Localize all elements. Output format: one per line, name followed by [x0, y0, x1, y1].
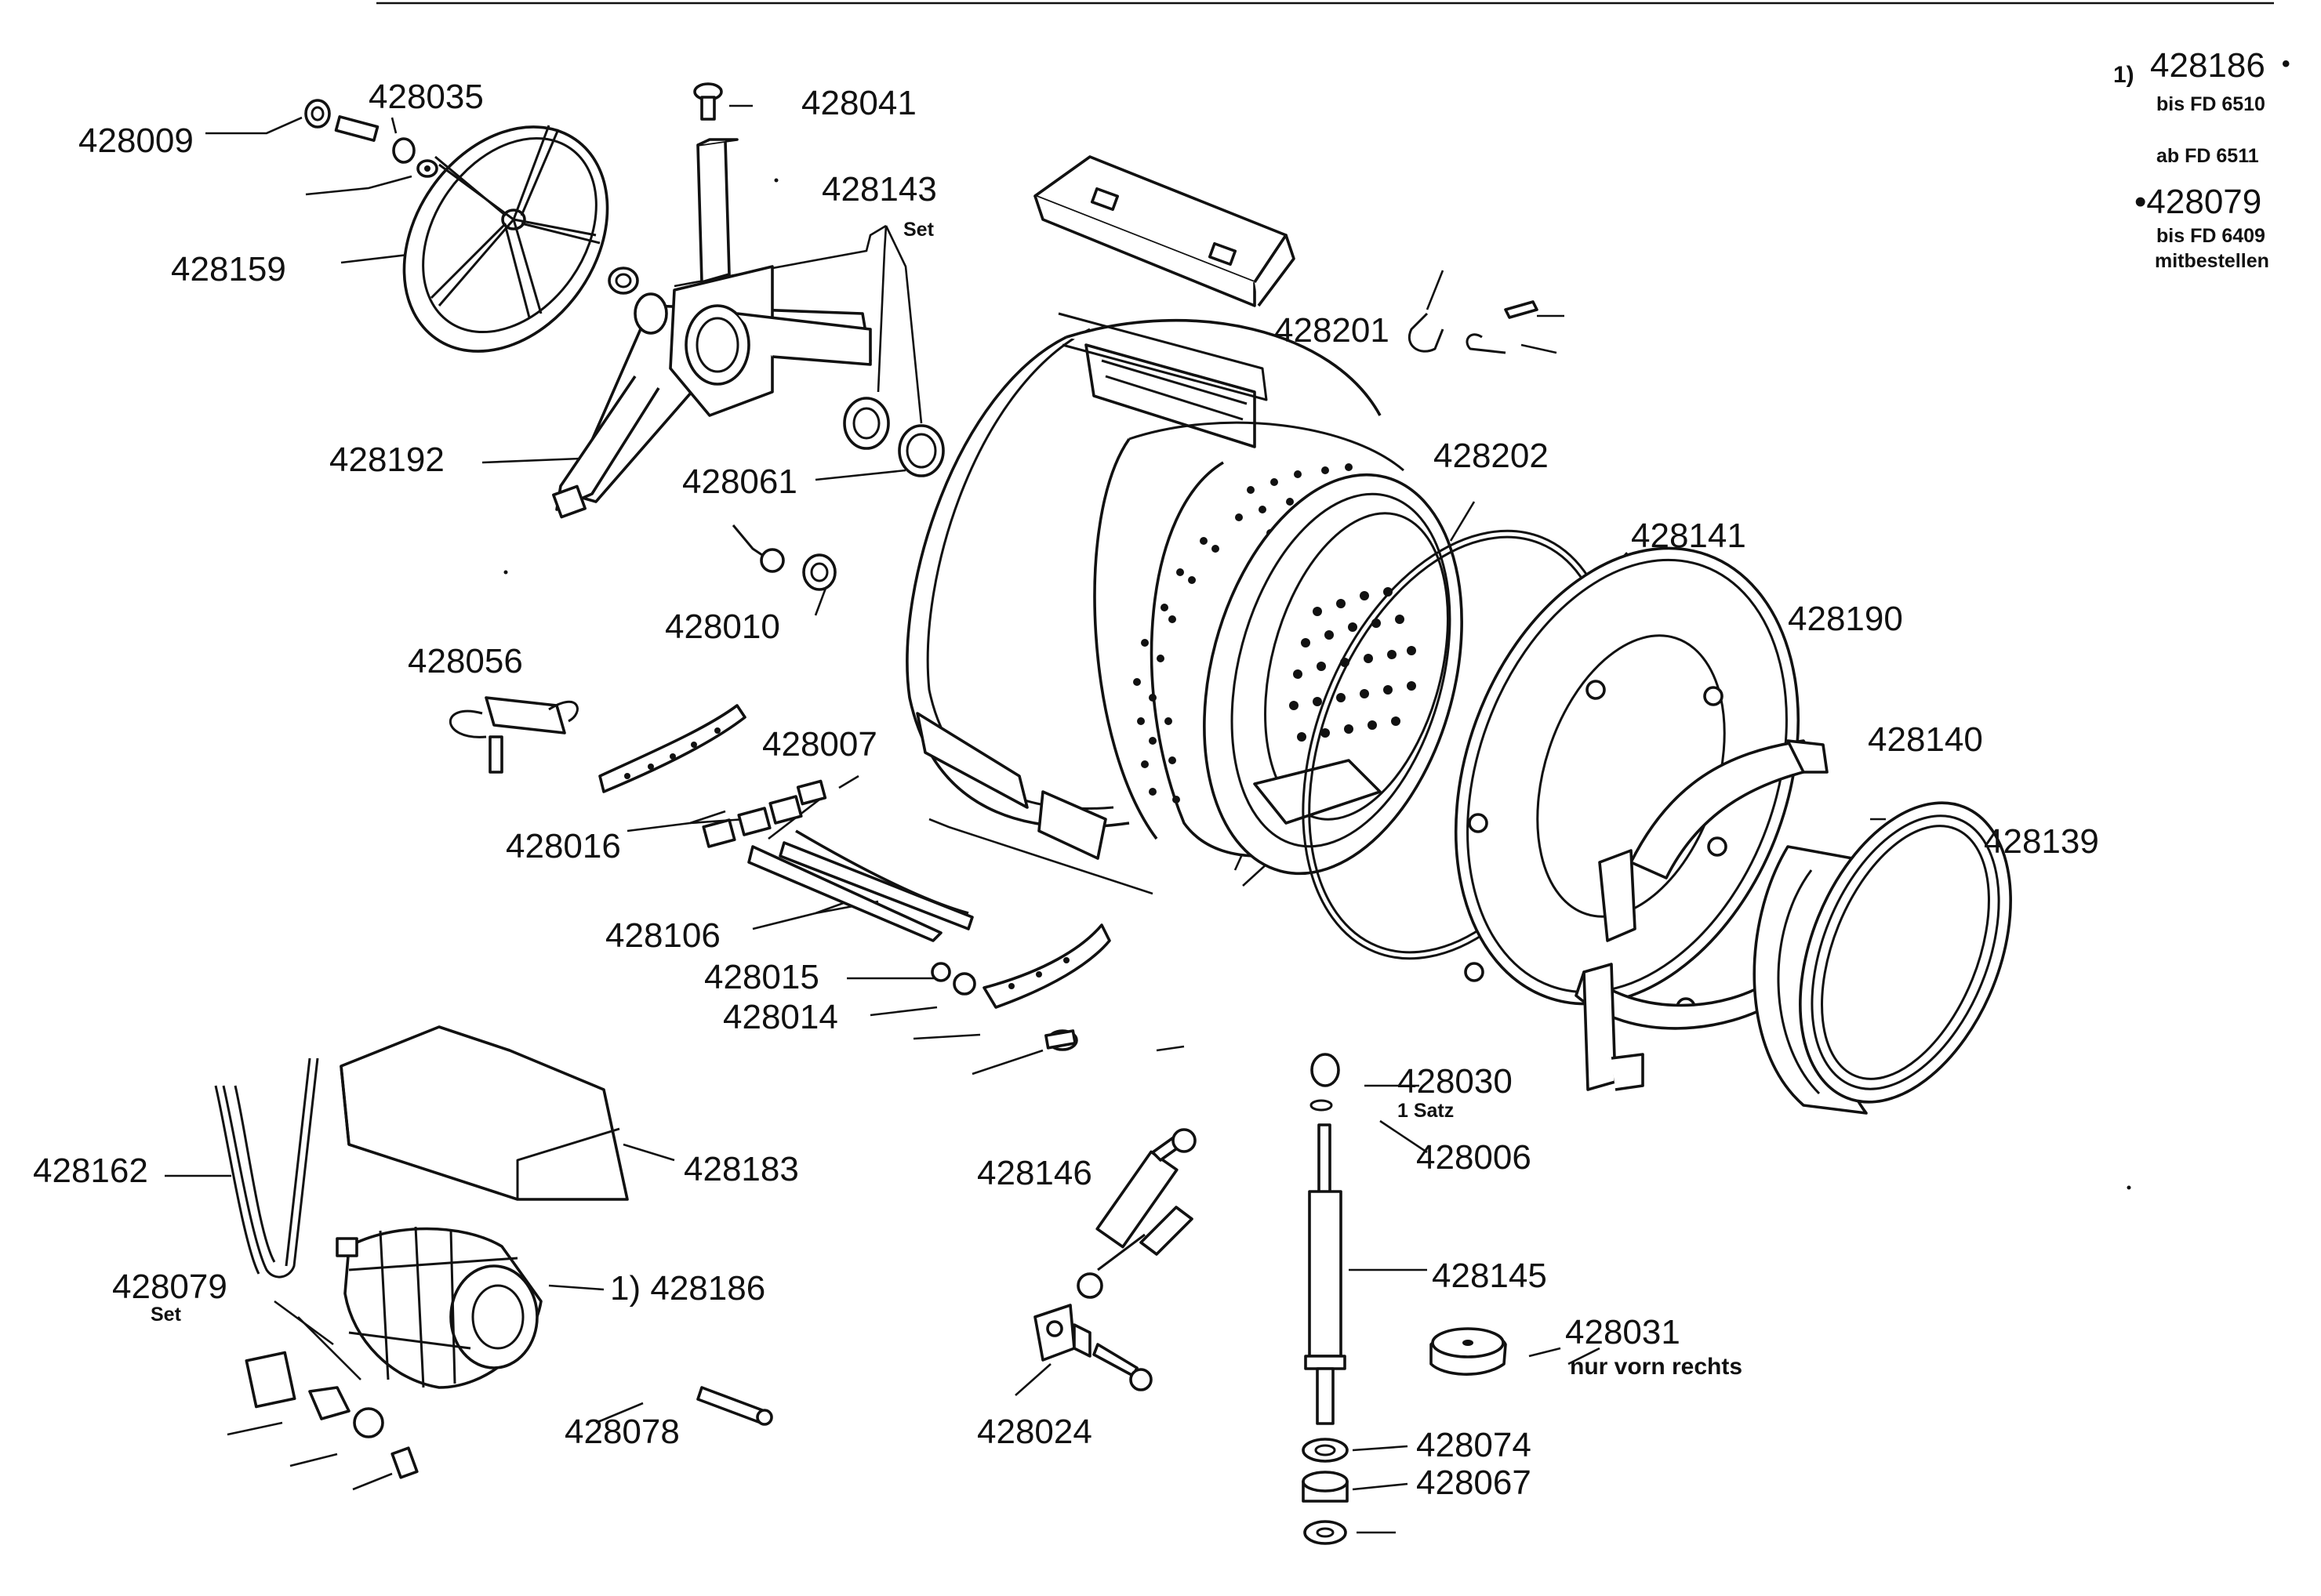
- shock-absorber-428145: [1302, 1053, 1349, 1545]
- label-428041: 428041: [801, 84, 917, 122]
- label-428061: 428061: [682, 462, 797, 501]
- spider-428192: [552, 138, 872, 519]
- label-428030-note: 1 Satz: [1397, 1100, 1455, 1122]
- bearings-428061: [843, 397, 945, 477]
- top-cover: [1033, 155, 1295, 307]
- hardware-428009-428035: [304, 99, 438, 178]
- legend-motor-part: 428186: [2150, 46, 2265, 85]
- label-428067: 428067: [1416, 1464, 1531, 1502]
- screw-428041: [693, 82, 723, 121]
- pad-428031: [1429, 1327, 1507, 1376]
- label-428079: 428079: [112, 1268, 227, 1306]
- label-428162: 428162: [33, 1152, 148, 1190]
- front-plate-428190: [1454, 546, 1800, 1017]
- label-428014: 428014: [723, 998, 838, 1036]
- label-428139: 428139: [1984, 822, 2099, 861]
- clamp-428140: [1575, 739, 1829, 1091]
- belt-428162: [214, 1057, 319, 1279]
- label-428143-set: Set: [903, 219, 934, 241]
- label-428015: 428015: [704, 958, 819, 996]
- label-428024: 428024: [977, 1413, 1092, 1451]
- label-428146: 428146: [977, 1154, 1092, 1192]
- legend-brush-note2: mitbestellen: [2155, 250, 2269, 272]
- motor-428186: [336, 1226, 543, 1389]
- label-428074: 428074: [1416, 1426, 1531, 1464]
- pulley-428159: [402, 125, 609, 353]
- drum-opening-428202: [1203, 473, 1463, 876]
- damper-428146: [1077, 1128, 1197, 1299]
- label-428031-note: nur vorn rechts: [1570, 1354, 1743, 1380]
- label-428009: 428009: [78, 122, 194, 160]
- bracket-428024: [1033, 1304, 1153, 1391]
- label-428056: 428056: [408, 642, 523, 680]
- legend-brush-note1: bis FD 6409: [2156, 225, 2265, 247]
- washers-428015-428014: [931, 923, 1111, 1051]
- label-428202: 428202: [1433, 437, 1549, 475]
- label-428106: 428106: [605, 916, 721, 955]
- label-428192: 428192: [329, 441, 445, 479]
- label-428190: 428190: [1788, 600, 1903, 638]
- label-428010: 428010: [665, 608, 780, 646]
- label-428016: 428016: [506, 827, 621, 865]
- label-428031: 428031: [1565, 1313, 1680, 1351]
- cover-428183: [340, 1025, 629, 1201]
- label-428007: 428007: [762, 725, 877, 764]
- legend-brush-part: •428079: [2134, 183, 2262, 221]
- label-428006: 428006: [1416, 1138, 1531, 1177]
- label-428159: 428159: [171, 250, 286, 288]
- pin-428078: [696, 1386, 773, 1426]
- label-428079-set: Set: [151, 1304, 181, 1326]
- label-428078: 428078: [565, 1413, 680, 1451]
- label-428201: 428201: [1274, 311, 1389, 350]
- label-428140: 428140: [1868, 720, 1983, 759]
- label-428183: 428183: [684, 1150, 799, 1188]
- door-gasket-428139: [1753, 801, 2012, 1115]
- legend-motor-note: bis FD 6510: [2156, 93, 2265, 115]
- label-428035: 428035: [369, 78, 484, 116]
- label-428143: 428143: [822, 170, 937, 209]
- label-428141: 428141: [1631, 517, 1746, 555]
- label-428145: 428145: [1432, 1257, 1547, 1295]
- clips-top-right: [1407, 300, 1538, 354]
- strips-428016-428106: [598, 704, 974, 942]
- legend-bullet: •: [2282, 51, 2290, 77]
- clip-428056: [449, 696, 579, 774]
- brushes-428079: [245, 1351, 419, 1479]
- pin-428010: [732, 524, 837, 591]
- label-428186-motor: 1) 428186: [610, 1269, 766, 1308]
- label-428030: 428030: [1397, 1062, 1513, 1101]
- legend-from-note: ab FD 6511: [2156, 145, 2259, 167]
- legend-marker: 1): [2113, 62, 2134, 88]
